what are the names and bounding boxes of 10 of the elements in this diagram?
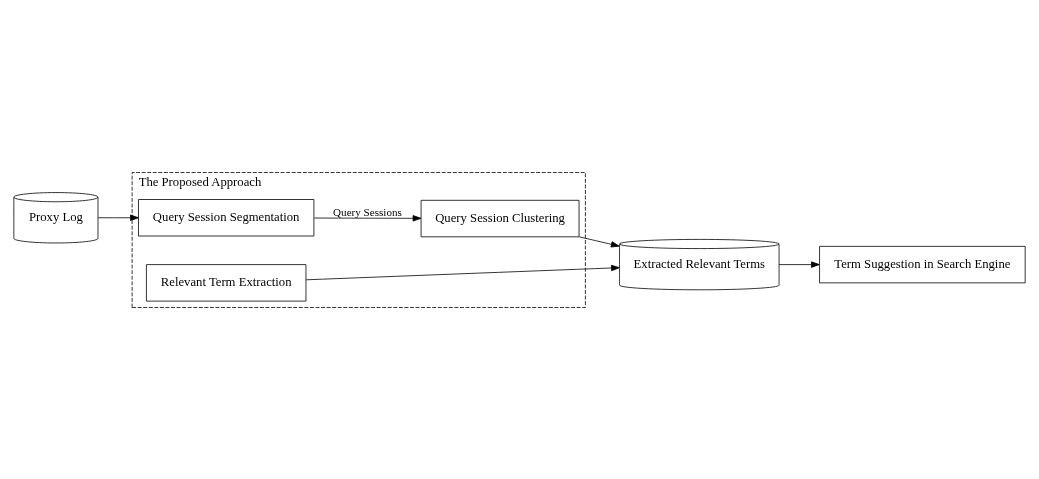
arrow [578,235,620,247]
arrow [97,214,139,221]
node-box: Term Suggestion in Search Engine [819,245,1026,283]
node-box: Query Session Segmentation [138,198,315,236]
node-box: Relevant Term Extraction [146,263,307,301]
arrow [313,214,422,221]
node-box: Query Session Clustering [420,199,580,237]
arrow [305,264,620,280]
arrow [778,260,820,268]
edge-label: Query Sessions [333,205,402,218]
